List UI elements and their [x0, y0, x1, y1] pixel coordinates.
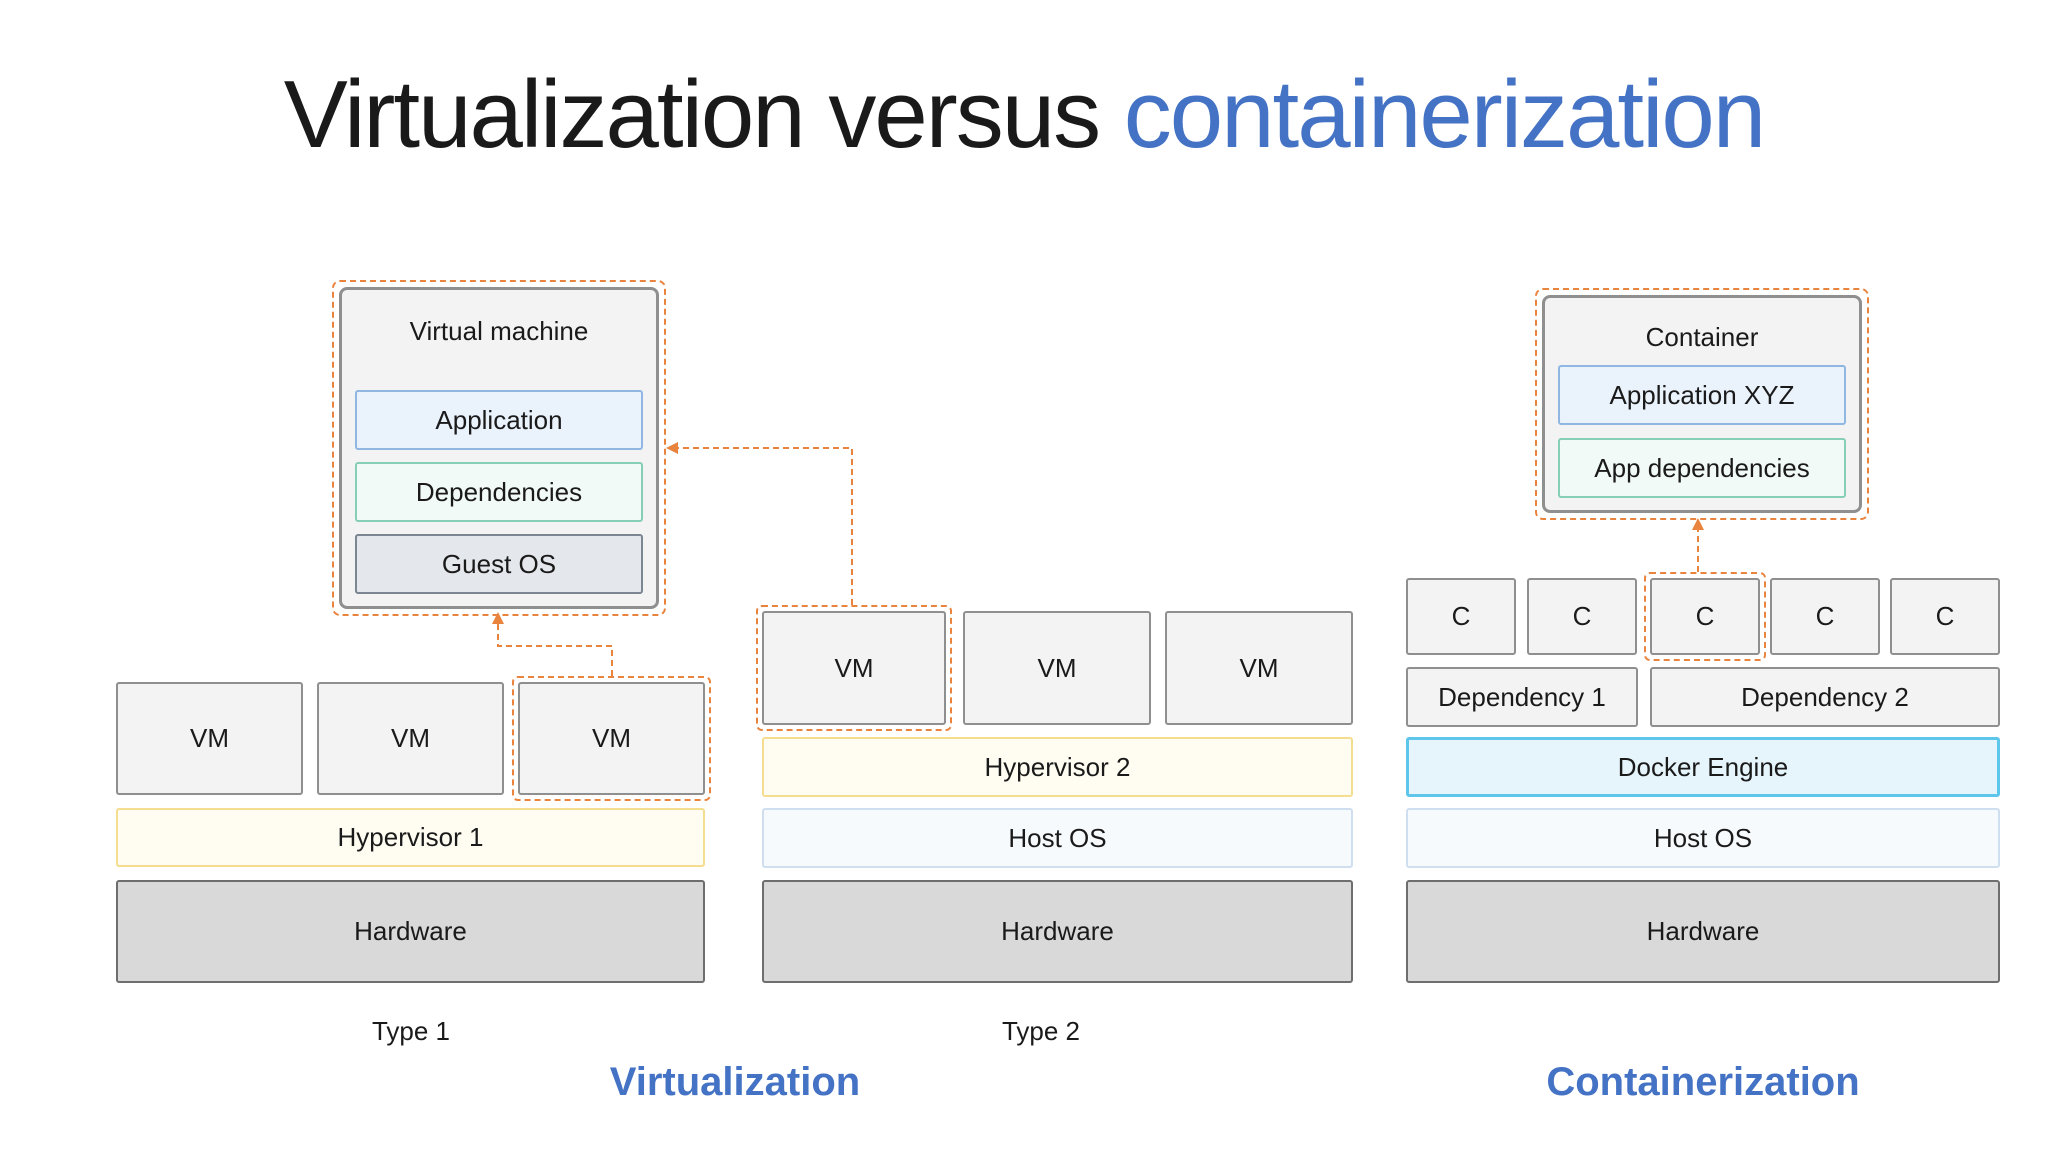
type2-host-os: Host OS [762, 808, 1353, 868]
container-panel-highlight [1535, 288, 1869, 520]
type1-vm-3: VM [518, 682, 705, 795]
container-application-layer: Application XYZ [1558, 365, 1846, 425]
type1-vm-1: VM [116, 682, 303, 795]
type2-vm-2: VM [963, 611, 1151, 725]
docker-engine: Docker Engine [1406, 737, 2000, 797]
container-c-4: C [1770, 578, 1880, 655]
type1-hardware: Hardware [116, 880, 705, 983]
container-c-2: C [1527, 578, 1637, 655]
vm-application-layer: Application [355, 390, 643, 450]
vm-dependencies-layer: Dependencies [355, 462, 643, 522]
section-virtualization: Virtualization [609, 1060, 861, 1104]
type1-caption: Type 1 [371, 1016, 451, 1046]
title-accent: containerization [1123, 61, 1766, 168]
container-dependencies-layer: App dependencies [1558, 438, 1846, 498]
type2-vm-1: VM [762, 611, 946, 725]
type2-vm-1-highlight [756, 605, 952, 731]
arrowhead-type1 [492, 612, 504, 624]
type2-caption: Type 2 [1001, 1016, 1081, 1046]
arrow-type2-vm-to-panel [678, 447, 853, 605]
dependency-2: Dependency 2 [1650, 667, 2000, 727]
type1-vm-2: VM [317, 682, 504, 795]
vm-panel-highlight [332, 280, 666, 616]
type1-hypervisor: Hypervisor 1 [116, 808, 705, 867]
arrowhead-container [1692, 518, 1704, 530]
container-c-5: C [1890, 578, 2000, 655]
container-c-1: C [1406, 578, 1516, 655]
title-main: Virtualization versus [283, 61, 1101, 168]
vm-guest-os-layer: Guest OS [355, 534, 643, 594]
type2-hardware: Hardware [762, 880, 1353, 983]
container-title: Container [1645, 322, 1759, 352]
section-containerization: Containerization [1546, 1060, 1860, 1104]
type2-vm-3: VM [1165, 611, 1353, 725]
container-c-3: C [1650, 578, 1760, 655]
page-title: Virtualization versus containerization [0, 60, 2048, 170]
type1-vm-3-highlight [512, 676, 711, 801]
dependency-1: Dependency 1 [1406, 667, 1638, 727]
virtual-machine-title: Virtual machine [409, 316, 589, 346]
arrow-type1-vm-to-panel [497, 622, 613, 676]
arrowhead-type2 [666, 442, 678, 454]
type2-hypervisor: Hypervisor 2 [762, 737, 1353, 797]
container-c-3-highlight [1644, 572, 1766, 661]
container-host-os: Host OS [1406, 808, 2000, 868]
container-hardware: Hardware [1406, 880, 2000, 983]
